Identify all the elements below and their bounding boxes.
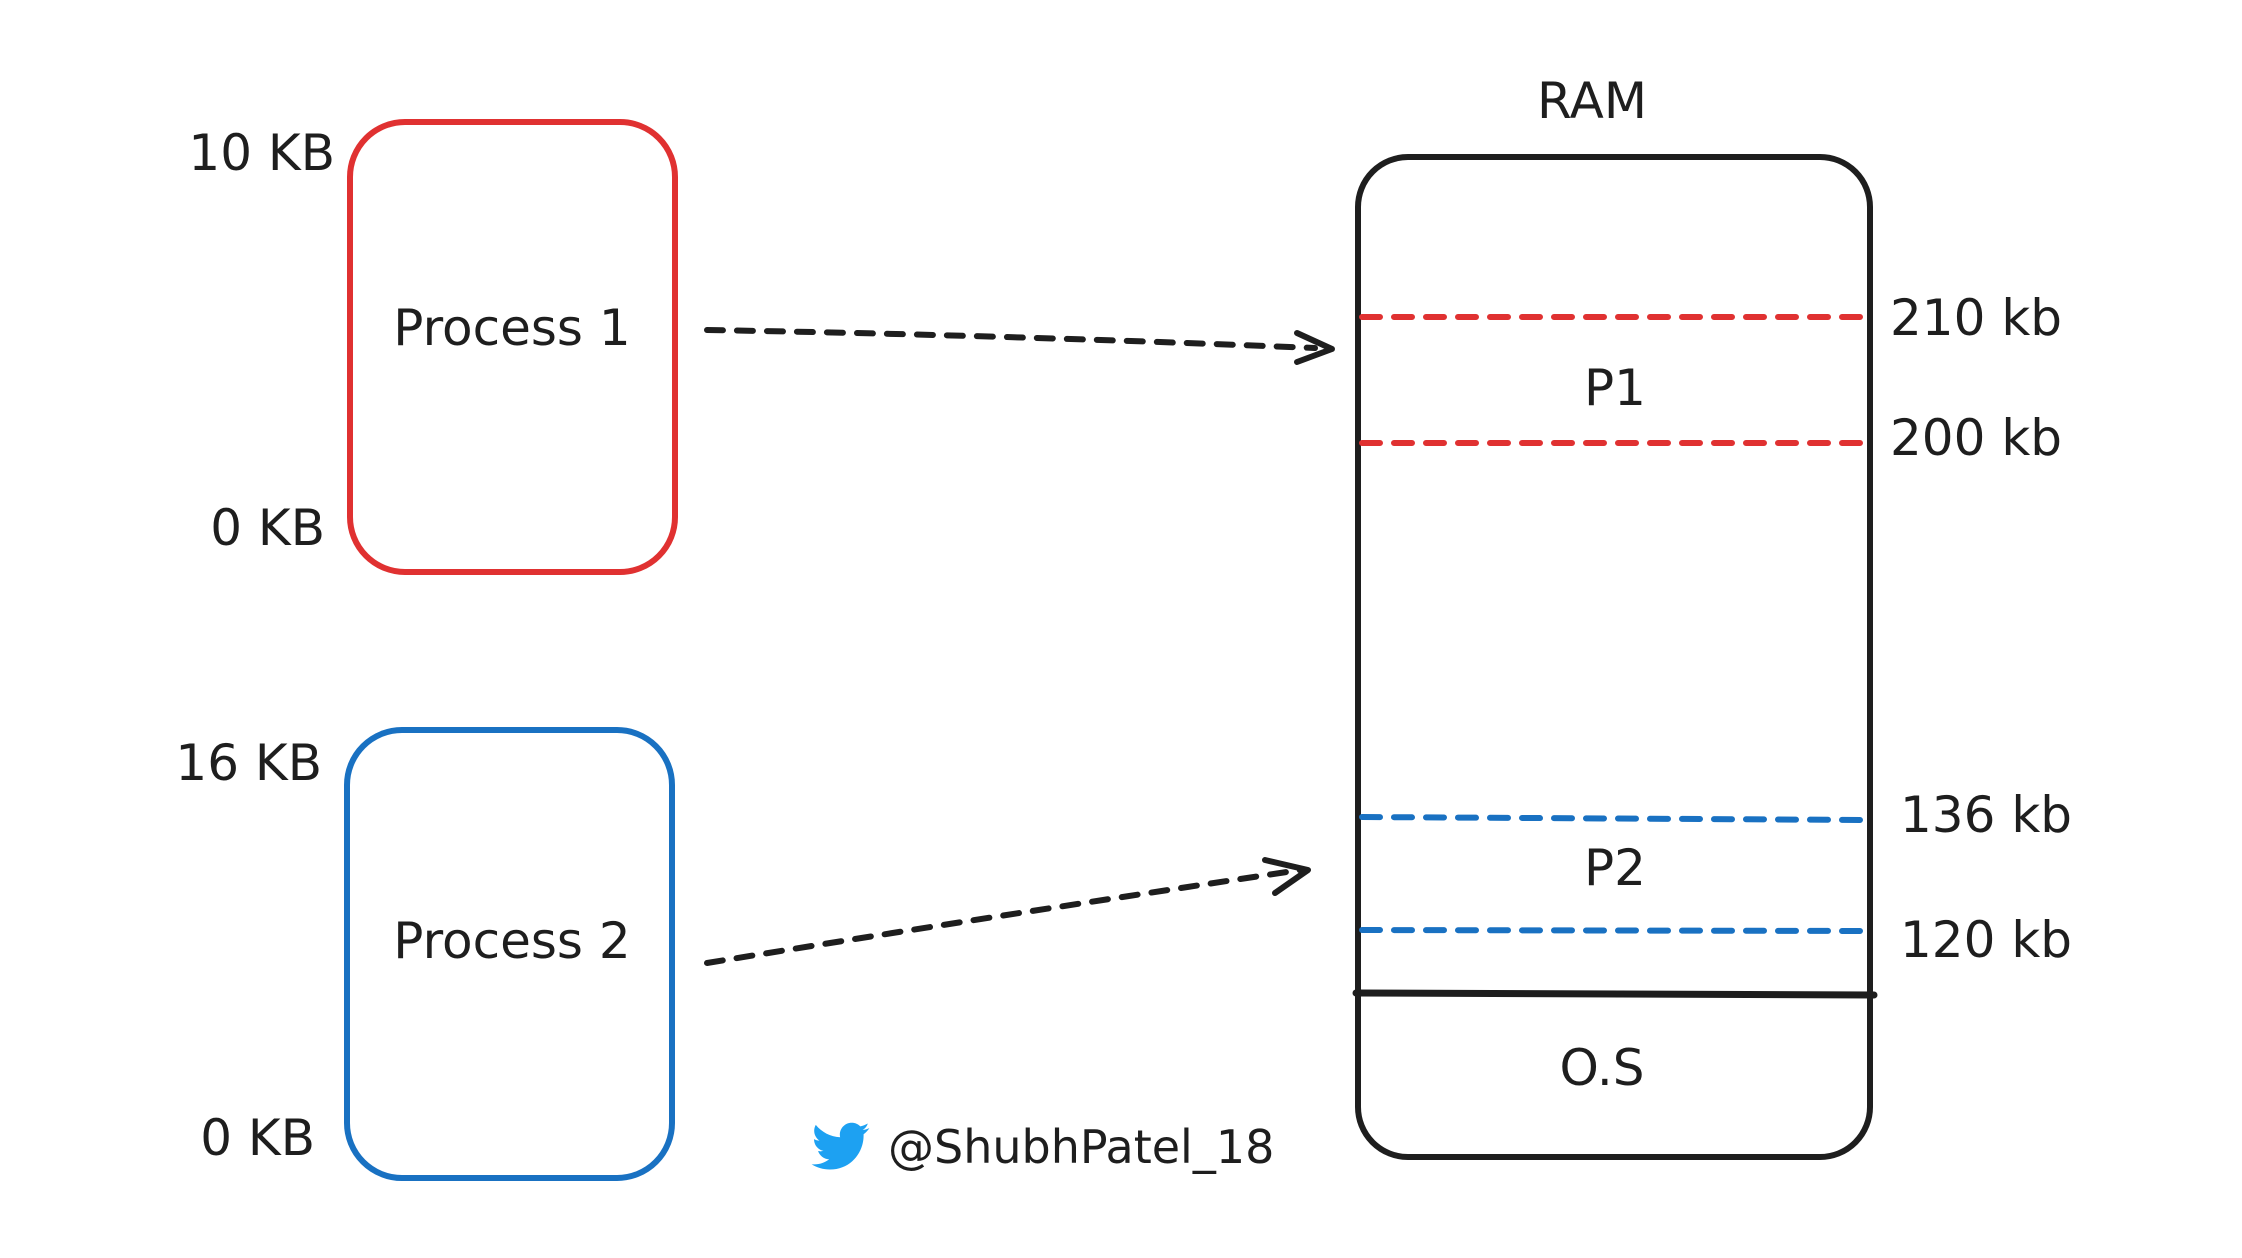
process-1-group: Process 1 10 KB 0 KB bbox=[188, 119, 678, 575]
twitter-bird-icon bbox=[811, 1122, 870, 1170]
p2-upper-boundary bbox=[1359, 814, 1869, 823]
p1-lower-address: 200 kb bbox=[1890, 409, 2062, 467]
process-2-group: Process 2 16 KB 0 KB bbox=[175, 727, 675, 1181]
process-2-label: Process 2 bbox=[393, 912, 630, 970]
credit-group: @ShubhPatel_18 bbox=[811, 1120, 1274, 1174]
arrow-process-1-to-ram bbox=[704, 327, 1335, 365]
os-label: O.S bbox=[1560, 1039, 1645, 1097]
process-2-box bbox=[344, 727, 675, 1181]
p2-upper-address: 136 kb bbox=[1900, 786, 2072, 844]
p1-block-label: P1 bbox=[1584, 359, 1646, 417]
ram-title: RAM bbox=[1537, 72, 1647, 130]
p1-upper-address: 210 kb bbox=[1890, 289, 2062, 347]
process-1-box bbox=[347, 119, 678, 575]
p2-block-label: P2 bbox=[1584, 839, 1646, 897]
twitter-handle: @ShubhPatel_18 bbox=[888, 1120, 1274, 1174]
ram-box bbox=[1355, 154, 1873, 1160]
arrow-process-2-to-ram bbox=[704, 857, 1311, 966]
p2-lower-boundary bbox=[1359, 927, 1869, 934]
ram-group: RAM P1 P2 O.S 210 kb 200 kb 136 kb 120 k… bbox=[1352, 72, 2072, 1160]
process-1-label: Process 1 bbox=[393, 299, 630, 357]
os-divider bbox=[1352, 989, 1878, 999]
process-1-top-size: 10 KB bbox=[188, 124, 335, 182]
process-2-top-size: 16 KB bbox=[175, 734, 322, 792]
process-2-bottom-size: 0 KB bbox=[200, 1109, 315, 1167]
p2-lower-address: 120 kb bbox=[1900, 911, 2072, 969]
process-1-bottom-size: 0 KB bbox=[210, 499, 325, 557]
